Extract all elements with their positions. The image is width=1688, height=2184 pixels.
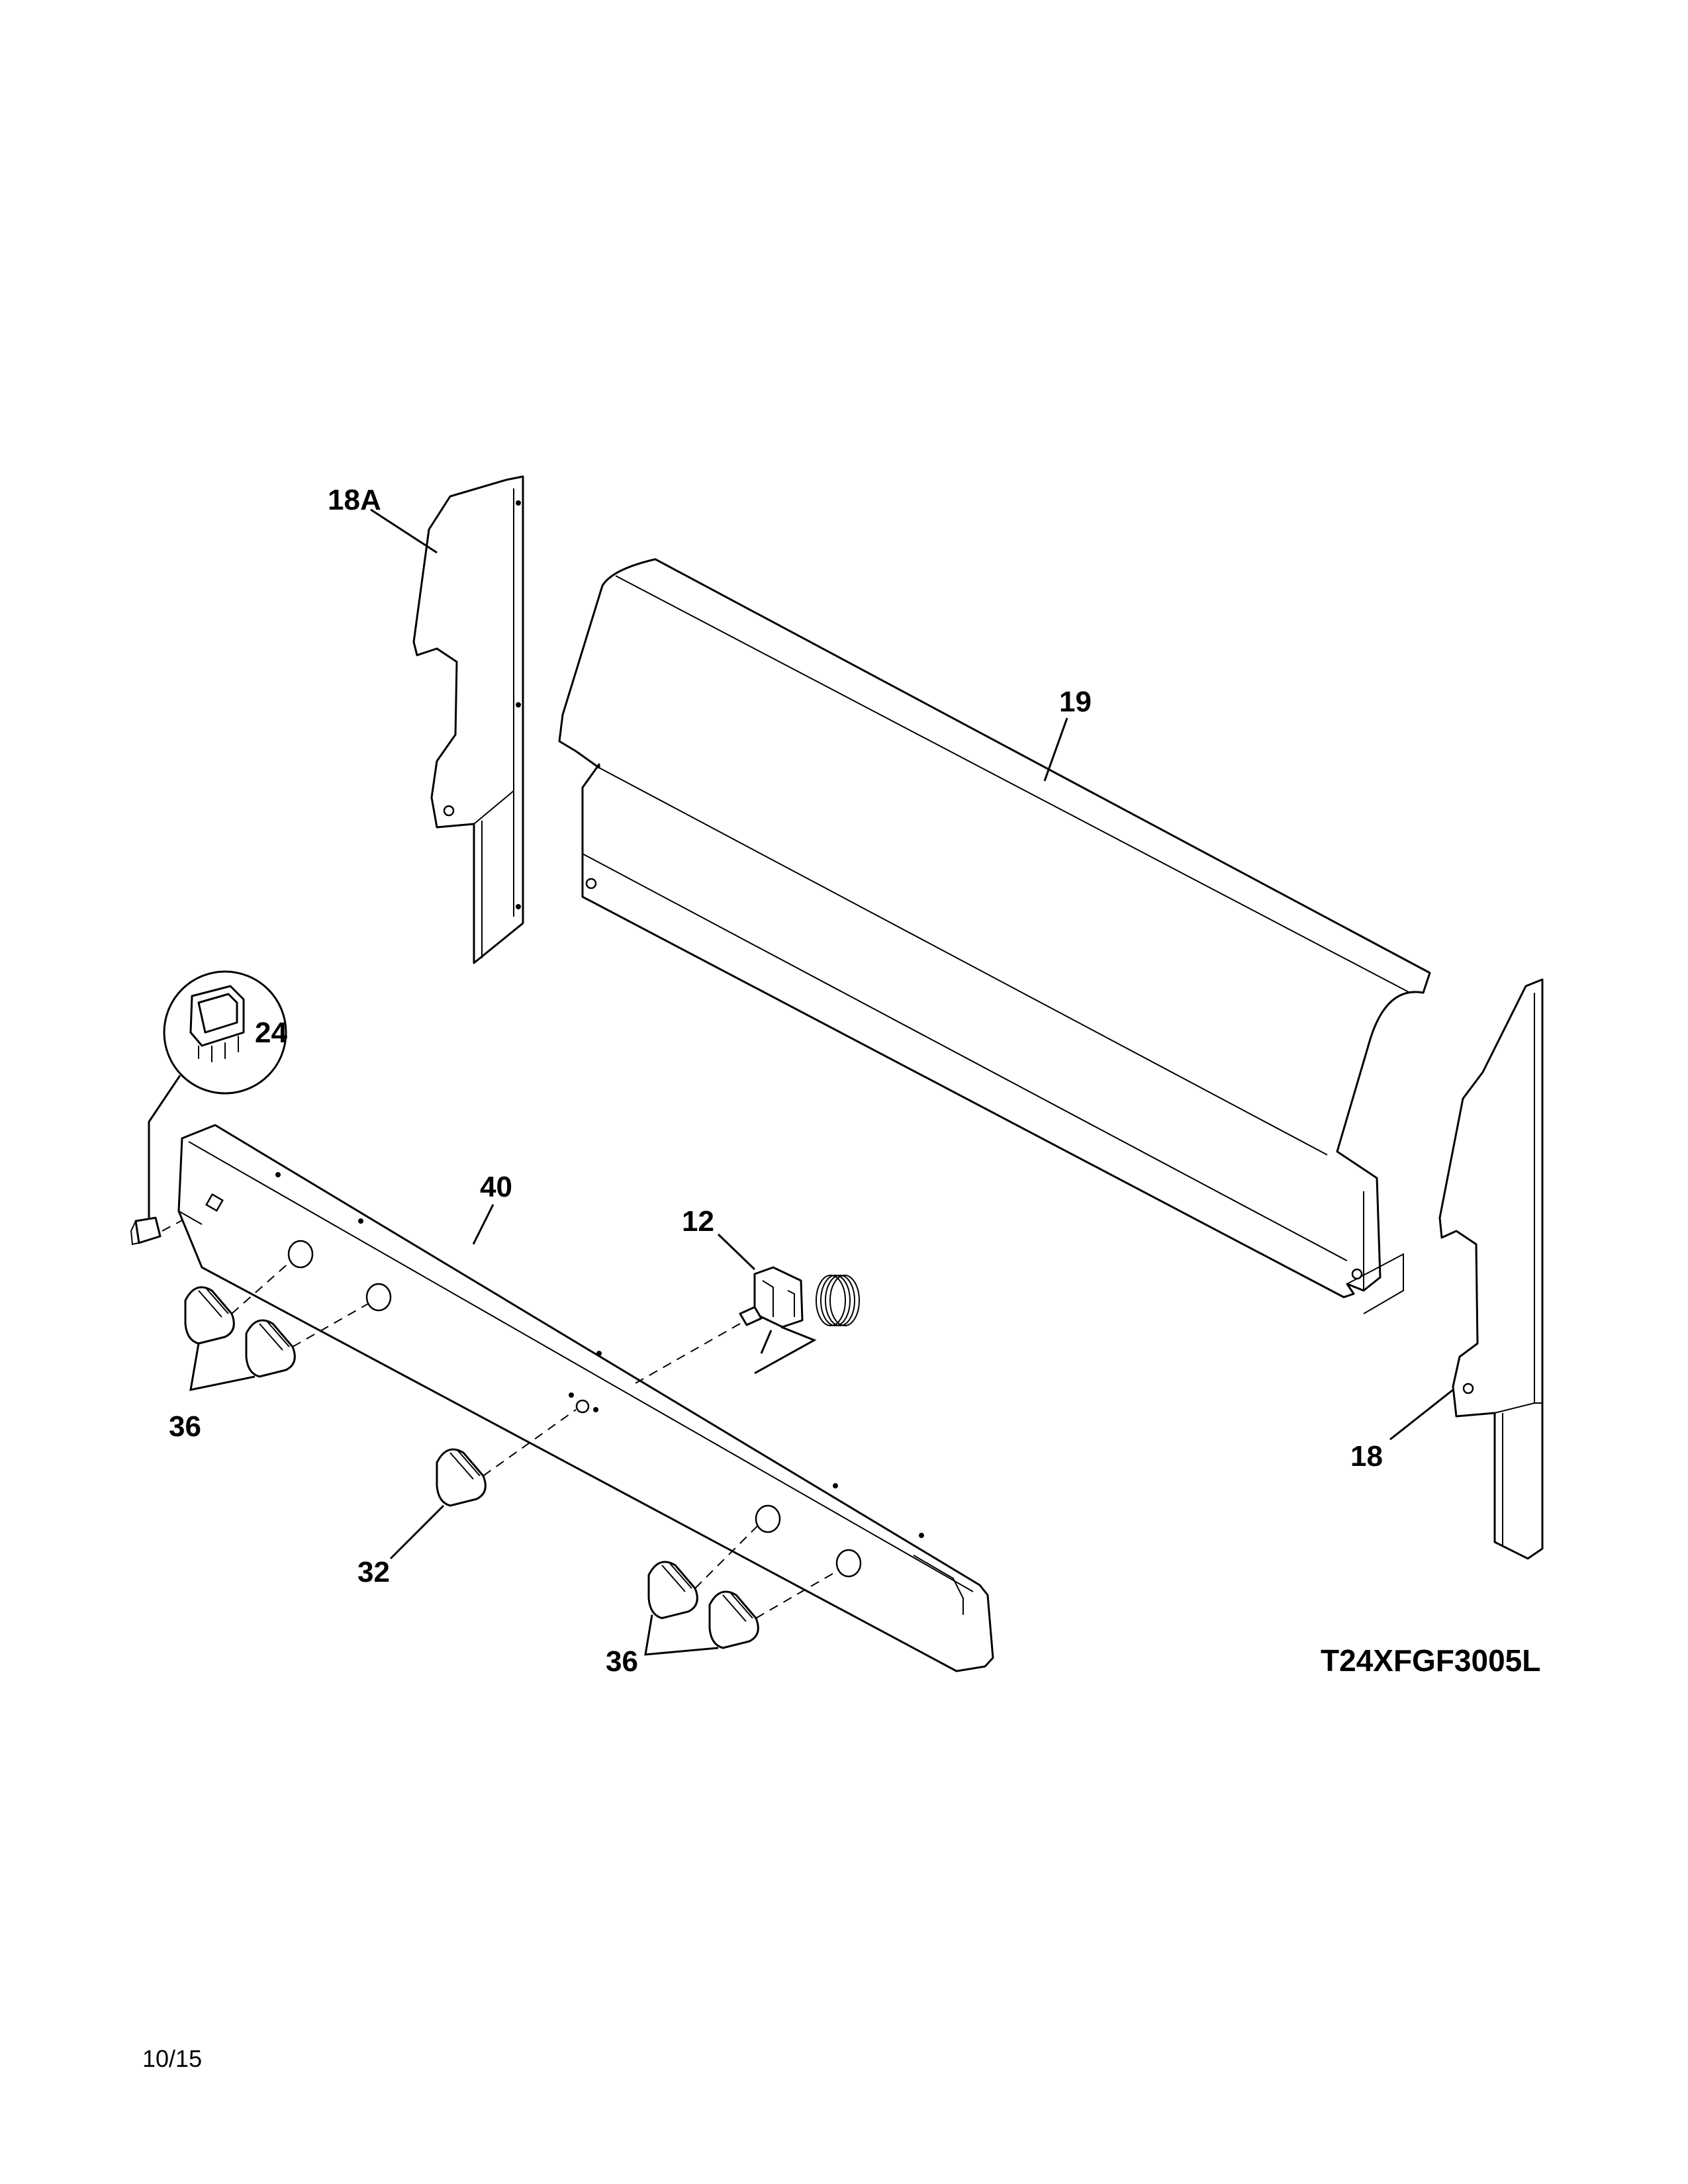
callout-24: 24 bbox=[255, 1017, 287, 1049]
backguard-panel-19 bbox=[558, 558, 1431, 1314]
leader-lines bbox=[189, 508, 1454, 1656]
thermostat-12 bbox=[635, 1233, 860, 1384]
knob-36-lower-right bbox=[708, 1569, 840, 1649]
knob-36-lower-left bbox=[245, 1303, 369, 1378]
callout-32: 32 bbox=[357, 1556, 390, 1588]
knob-36-upper-left bbox=[184, 1260, 292, 1345]
date-code: 10/15 bbox=[142, 2045, 202, 2072]
knob-32 bbox=[436, 1409, 577, 1507]
control-panel-40 bbox=[177, 1124, 994, 1672]
side-trim-left-18a bbox=[412, 475, 524, 964]
callout-36-left: 36 bbox=[169, 1410, 201, 1443]
callout-12: 12 bbox=[682, 1205, 714, 1238]
callout-18: 18 bbox=[1350, 1440, 1383, 1473]
model-number: T24XFGF3005L bbox=[1321, 1643, 1540, 1678]
callout-40: 40 bbox=[480, 1171, 512, 1203]
callout-19: 19 bbox=[1059, 686, 1092, 718]
side-trim-right-18 bbox=[1438, 978, 1544, 1560]
switch-detail-24 bbox=[130, 970, 287, 1246]
knob-36-upper-right bbox=[647, 1525, 759, 1619]
callout-18a: 18A bbox=[328, 484, 381, 516]
callout-36-right: 36 bbox=[606, 1645, 638, 1678]
